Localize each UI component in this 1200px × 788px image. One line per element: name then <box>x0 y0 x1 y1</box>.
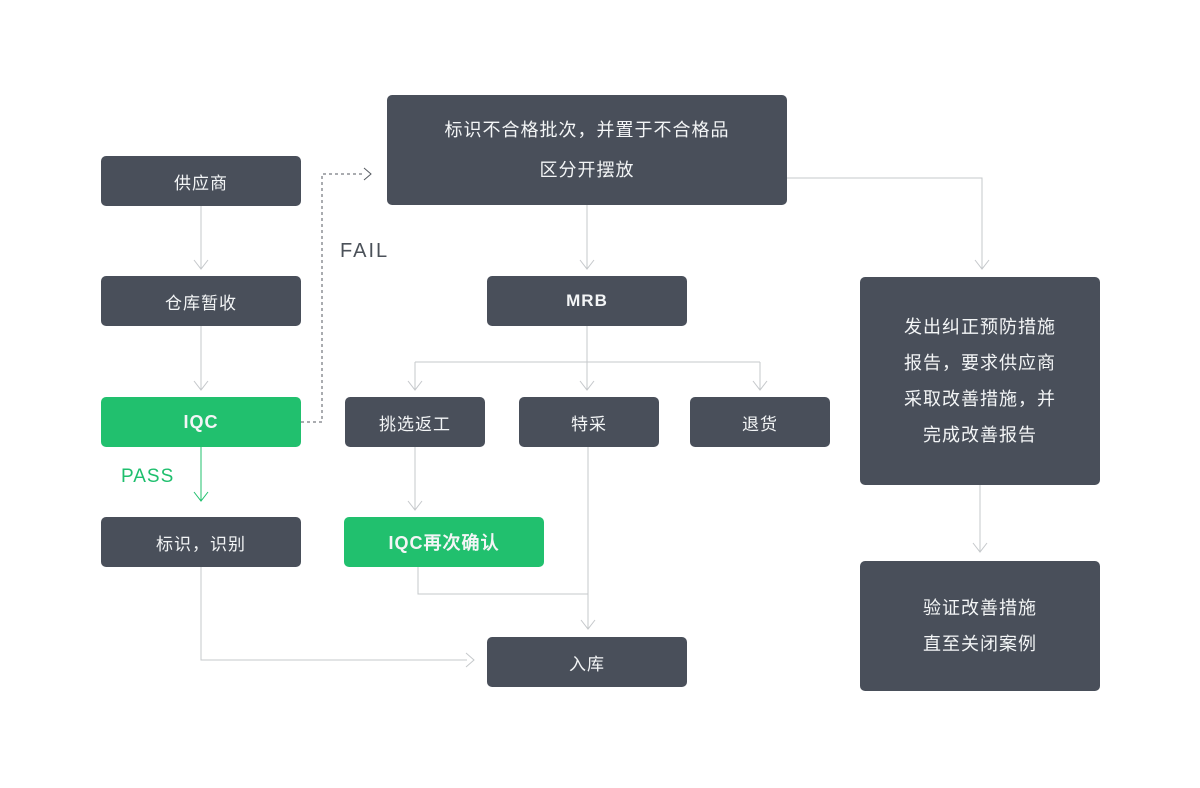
edge-markidentify-warehousein <box>200 567 475 668</box>
node-verify-improvement: 验证改善措施 直至关闭案例 <box>860 561 1100 691</box>
edge-nonconforming-capa <box>787 177 990 270</box>
node-capa-report-line4: 完成改善报告 <box>923 425 1037 445</box>
node-capa-report: 发出纠正预防措施 报告，要求供应商 采取改善措施，并 完成改善报告 <box>860 277 1100 485</box>
node-special-acceptance: 特采 <box>519 397 659 447</box>
node-capa-report-line1: 发出纠正预防措施 <box>904 317 1056 337</box>
edge-capa-verify <box>972 485 988 553</box>
edge-iqc-fail-dashed <box>301 167 372 423</box>
edge-nonconforming-mrb <box>579 205 595 270</box>
edge-reconfirm-join <box>417 567 588 595</box>
node-warehouse-in: 入库 <box>487 637 687 687</box>
edge-supplier-warehouse <box>193 206 209 270</box>
edge-iqc-pass <box>193 447 209 502</box>
node-supplier: 供应商 <box>101 156 301 206</box>
node-verify-improvement-line1: 验证改善措施 <box>923 598 1037 618</box>
edge-sortrework-reconfirm <box>407 447 423 511</box>
node-mark-nonconforming-line1: 标识不合格批次，并置于不合格品 <box>444 120 730 140</box>
node-iqc: IQC <box>101 397 301 447</box>
edge-label-pass: PASS <box>121 466 175 487</box>
node-iqc-reconfirm: IQC再次确认 <box>344 517 544 567</box>
node-mark-identify: 标识，识别 <box>101 517 301 567</box>
node-warehouse-receive: 仓库暂收 <box>101 276 301 326</box>
node-verify-improvement-line2: 直至关闭案例 <box>923 634 1037 654</box>
edge-mrb-branches <box>407 326 768 391</box>
node-sort-rework: 挑选返工 <box>345 397 485 447</box>
node-capa-report-line3: 采取改善措施，并 <box>904 389 1056 409</box>
node-return-goods: 退货 <box>690 397 830 447</box>
node-mark-nonconforming-line2: 区分开摆放 <box>539 160 635 180</box>
edge-special-warehousein <box>580 447 596 630</box>
edge-warehouse-iqc <box>193 326 209 391</box>
node-capa-report-line2: 报告，要求供应商 <box>904 353 1056 373</box>
edge-label-fail: FAIL <box>340 240 390 262</box>
node-mrb: MRB <box>487 276 687 326</box>
node-mark-nonconforming: 标识不合格批次，并置于不合格品 区分开摆放 <box>387 95 787 205</box>
